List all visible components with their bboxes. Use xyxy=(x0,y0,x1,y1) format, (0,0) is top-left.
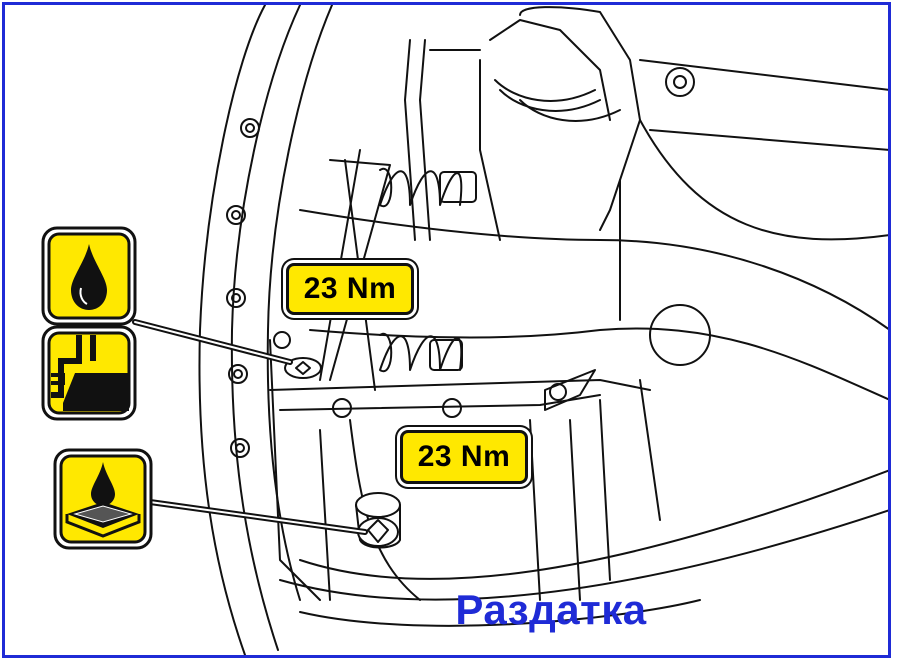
oil-drain-icon xyxy=(53,448,153,550)
leader-lines xyxy=(132,319,368,535)
frame-rail-outer xyxy=(198,4,266,656)
frame-bolts xyxy=(226,67,695,458)
caption-title: Раздатка xyxy=(455,586,647,633)
oil-level-check-icon xyxy=(41,325,137,421)
torque-label-drain-plug: 23 Nm xyxy=(400,430,528,484)
drain-plug xyxy=(355,492,401,549)
fill-plug xyxy=(284,357,322,379)
oil-drop-icon xyxy=(41,226,137,326)
torque-label-fill-plug: 23 Nm xyxy=(286,263,414,315)
